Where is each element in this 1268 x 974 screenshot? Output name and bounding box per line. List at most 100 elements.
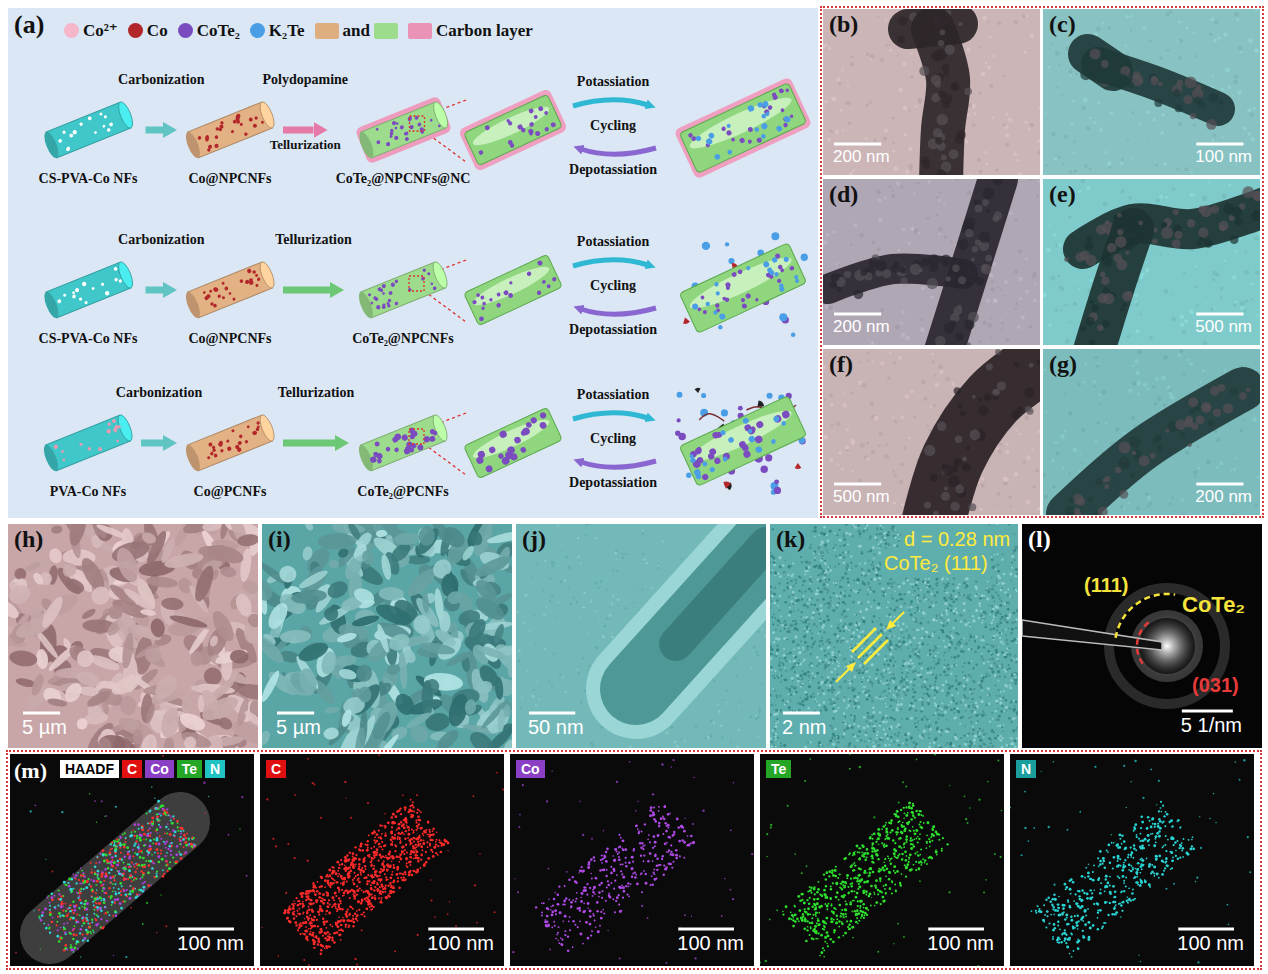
noise-dot — [991, 116, 994, 119]
noise-dot — [823, 435, 828, 440]
fiber-texture — [994, 211, 1003, 220]
fiber-texture — [1211, 205, 1220, 214]
noise-dot — [1031, 448, 1034, 451]
particle — [226, 439, 230, 443]
fiber-texture — [966, 446, 970, 450]
particle — [381, 283, 386, 288]
fiber-texture — [935, 137, 943, 145]
scale-bar — [834, 143, 881, 146]
fiber-texture — [1025, 406, 1031, 412]
noise-dot — [1243, 127, 1247, 131]
cote2-particle — [506, 119, 511, 124]
noise-dot — [1049, 224, 1051, 226]
fiber-texture — [944, 486, 948, 490]
noise-dot — [955, 179, 959, 181]
cote2-particle — [789, 265, 795, 271]
particle — [248, 117, 253, 122]
noise-dot — [1192, 32, 1195, 35]
noise-dot — [840, 109, 843, 112]
noise-dot — [1232, 275, 1236, 279]
noise-dot — [1028, 128, 1030, 130]
noise-dot — [1194, 194, 1196, 196]
tube-end — [257, 100, 277, 130]
particle — [113, 277, 118, 282]
sem-flake — [209, 635, 220, 648]
noise-dot — [909, 110, 911, 112]
particle — [248, 280, 253, 285]
fiber-texture — [954, 458, 962, 466]
noise-dot — [1072, 151, 1075, 154]
cote2-particle — [778, 88, 784, 94]
noise-dot — [987, 66, 991, 70]
noise-dot — [1018, 250, 1022, 254]
particle — [256, 421, 260, 425]
noise-dot — [979, 340, 983, 344]
noise-dot — [1251, 282, 1255, 286]
fiber-texture — [950, 36, 955, 41]
fiber-texture — [960, 411, 966, 417]
fiber-texture — [967, 342, 971, 345]
fiber-body — [1093, 229, 1133, 345]
noise-dot — [870, 54, 875, 59]
noise-dot — [1057, 243, 1062, 248]
noise-dot — [901, 503, 904, 506]
particle — [244, 279, 249, 284]
cote2-particle — [507, 292, 513, 298]
noise-dot — [1160, 131, 1164, 135]
noise-dot — [1244, 270, 1248, 274]
noise-dot — [869, 101, 872, 104]
cote2-particle — [707, 452, 715, 460]
particle — [205, 137, 210, 142]
noise-dot — [1048, 66, 1051, 69]
noise-dot — [910, 52, 913, 55]
noise-dot — [823, 240, 827, 245]
noise-dot — [1003, 123, 1007, 127]
cote2-particle — [496, 292, 501, 297]
fiber-texture — [954, 387, 961, 394]
fiber-texture — [1150, 77, 1158, 85]
noise-dot — [968, 173, 970, 175]
noise-dot — [1178, 56, 1182, 60]
particle — [385, 446, 391, 452]
noise-dot — [871, 450, 876, 455]
fiber-wall — [464, 407, 563, 479]
noise-dot — [1003, 75, 1006, 78]
noise-dot — [979, 507, 983, 511]
noise-dot — [1155, 377, 1159, 381]
noise-dot — [930, 406, 933, 409]
cycle-arrow — [573, 413, 648, 419]
scale-bar — [1196, 143, 1243, 146]
particle — [220, 121, 224, 125]
legend-item: and — [315, 21, 398, 41]
cycle-label: Potassiation — [575, 387, 651, 403]
cote2-particle — [725, 281, 732, 288]
noise-dot — [1089, 279, 1093, 283]
noise-dot — [1084, 165, 1088, 169]
noise-dot — [1195, 265, 1198, 268]
noise-dot — [1037, 139, 1040, 142]
fiber-texture — [1218, 384, 1226, 392]
noise-dot — [823, 106, 825, 109]
noise-dot — [866, 352, 869, 355]
noise-dot — [1163, 403, 1167, 407]
noise-dot — [1137, 393, 1140, 396]
noise-dot — [985, 62, 987, 64]
noise-dot — [915, 105, 917, 107]
noise-dot — [1163, 355, 1168, 360]
noise-dot — [967, 190, 972, 195]
fragment — [723, 480, 732, 489]
noise-dot — [1026, 455, 1031, 460]
stage-label: CoTe₂@PCNFs — [352, 484, 454, 500]
fiber-texture — [972, 246, 979, 253]
particle — [53, 444, 59, 450]
particle — [56, 299, 61, 304]
particle — [404, 136, 409, 141]
legend-swatch — [64, 23, 79, 38]
noise-dot — [1143, 382, 1147, 386]
noise-dot — [879, 432, 883, 436]
scale-bar — [834, 483, 881, 486]
fiber-texture — [1064, 257, 1069, 262]
cycle-label: Potassiation — [575, 234, 651, 250]
noise-dot — [938, 191, 941, 194]
k2te-particle — [708, 132, 716, 140]
